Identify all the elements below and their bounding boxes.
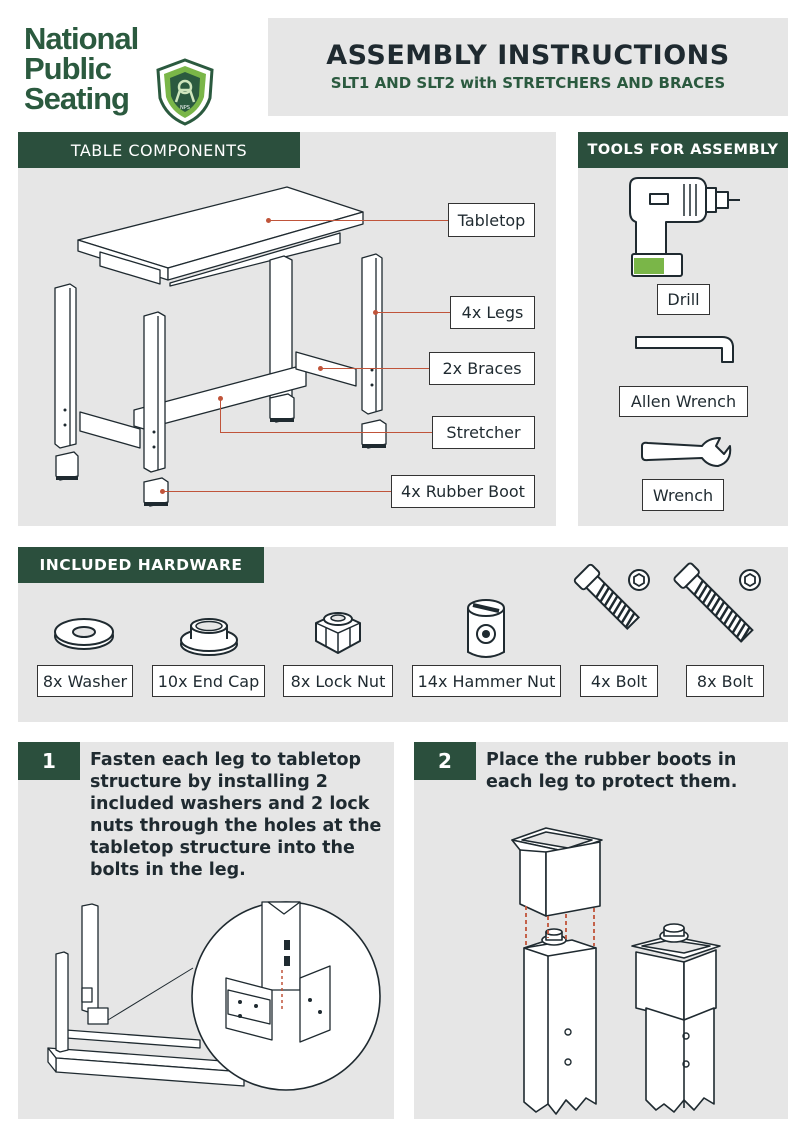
- label-stretcher: Stretcher: [432, 416, 535, 449]
- page-subtitle: SLT1 AND SLT2 with STRETCHERS AND BRACES: [330, 74, 726, 92]
- label-braces: 2x Braces: [429, 352, 535, 385]
- page-title: ASSEMBLY INSTRUCTIONS: [326, 40, 730, 71]
- brand-name-line1: National: [24, 21, 139, 56]
- drill-icon: [629, 177, 740, 277]
- washer-icon: [54, 618, 114, 650]
- label-wrench: Wrench: [642, 479, 724, 511]
- shield-seal-icon: NPS: [156, 58, 214, 126]
- label-bolt-short: 4x Bolt: [580, 665, 658, 697]
- table-components-heading: TABLE COMPONENTS: [18, 132, 300, 168]
- hardware-heading: INCLUDED HARDWARE: [18, 547, 264, 583]
- step1-number: 1: [18, 742, 80, 780]
- bolt-long-icon: [673, 562, 761, 643]
- step1-line: included washers and 2 lock: [90, 794, 370, 814]
- hammer-nut-icon: [467, 599, 505, 658]
- label-end-cap: 10x End Cap: [152, 665, 265, 697]
- brand-logo: National Public Seating NPS: [24, 21, 224, 130]
- label-drill: Drill: [657, 284, 710, 315]
- step1-instructions: Fasten each leg to tabletop structure by…: [90, 749, 381, 881]
- wrench-icon: [641, 437, 732, 467]
- step2-line: Place the rubber boots in: [486, 750, 737, 770]
- label-lock-nut: 8x Lock Nut: [283, 665, 393, 697]
- step1-line: Fasten each leg to tabletop: [90, 750, 361, 770]
- label-allen-wrench: Allen Wrench: [619, 386, 748, 417]
- brand-name-line2: Public: [24, 51, 112, 86]
- step2-number: 2: [414, 742, 476, 780]
- step2-line: each leg to protect them.: [486, 772, 738, 792]
- allen-wrench-icon: [635, 336, 734, 363]
- step1-line: nuts through the holes at the: [90, 816, 382, 836]
- step1-line: bolts in the leg.: [90, 860, 246, 880]
- label-washer: 8x Washer: [37, 665, 133, 697]
- step1-line: tabletop structure into the: [90, 838, 355, 858]
- lock-nut-icon: [315, 612, 361, 654]
- step2-panel: [414, 742, 788, 1119]
- label-legs: 4x Legs: [450, 296, 535, 329]
- bolt-short-icon: [573, 563, 650, 631]
- seal-text: NPS: [180, 105, 190, 111]
- label-bolt-long: 8x Bolt: [686, 665, 764, 697]
- step2-instructions: Place the rubber boots in each leg to pr…: [486, 749, 737, 793]
- tools-heading: TOOLS FOR ASSEMBLY: [578, 132, 788, 168]
- brand-name-line3: Seating: [24, 81, 130, 116]
- header-banner: ASSEMBLY INSTRUCTIONS SLT1 AND SLT2 with…: [268, 18, 788, 116]
- label-hammer-nut: 14x Hammer Nut: [412, 665, 561, 697]
- label-rubber-boot: 4x Rubber Boot: [391, 475, 535, 508]
- step1-line: structure by installing 2: [90, 772, 328, 792]
- label-tabletop: Tabletop: [448, 203, 535, 237]
- end-cap-icon: [180, 618, 238, 656]
